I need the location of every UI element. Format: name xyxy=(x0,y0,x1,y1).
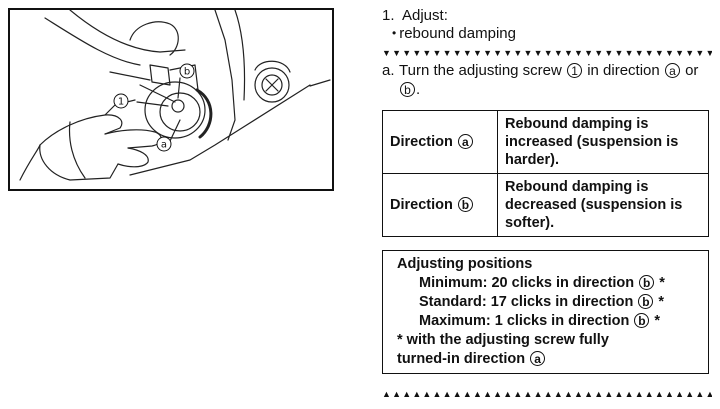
instruction-text: a.Turn the adjusting screw 1 in directio… xyxy=(382,62,699,98)
callout-b: b xyxy=(184,67,190,78)
positions-heading: Adjusting positions xyxy=(397,256,533,272)
direction-key: Direction a xyxy=(382,110,498,174)
callout-a: a xyxy=(161,140,167,151)
direction-effect: Rebound damping is decreased (suspension… xyxy=(497,173,709,237)
direction-key: Direction b xyxy=(382,173,498,237)
step-heading: 1. Adjust: xyxy=(382,7,448,25)
adjuster-illustration: 1 b a xyxy=(8,8,334,191)
standard-position: Standard: 17 clicks in direction b * xyxy=(419,294,665,310)
direction-effect: Rebound damping is increased (suspension… xyxy=(497,110,709,174)
step-item-label: rebound damping xyxy=(399,25,516,42)
maximum-position: Maximum: 1 clicks in direction b * xyxy=(419,313,661,329)
direction-table: Direction a Rebound damping is increased… xyxy=(382,110,709,237)
table-row: Direction a Rebound damping is increased… xyxy=(382,110,709,174)
footnote-line-2: turned-in direction a xyxy=(397,350,700,369)
bullet: • xyxy=(392,26,397,40)
section-divider-top: ▼▼▼▼▼▼▼▼▼▼▼▼▼▼▼▼▼▼▼▼▼▼▼▼▼▼▼▼▼▼▼▼▼▼▼▼▼▼▼▼… xyxy=(382,48,712,58)
shock-absorber-drawing: 1 b a xyxy=(19,10,331,181)
direction-b-symbol: b xyxy=(400,82,415,97)
footnote-line-1: * with the adjusting screw fully xyxy=(397,332,609,348)
adjusting-positions-box: Adjusting positions Minimum: 20 clicks i… xyxy=(382,250,709,374)
step-item: •rebound damping xyxy=(392,24,516,43)
step-title: Adjust: xyxy=(402,7,448,24)
minimum-position: Minimum: 20 clicks in direction b * xyxy=(419,275,665,291)
step-number: 1. xyxy=(382,7,395,24)
section-divider-bottom: ▲▲▲▲▲▲▲▲▲▲▲▲▲▲▲▲▲▲▲▲▲▲▲▲▲▲▲▲▲▲▲▲▲▲▲▲▲▲▲▲… xyxy=(382,389,712,399)
callout-1: 1 xyxy=(118,97,124,108)
table-row: Direction b Rebound damping is decreased… xyxy=(382,173,709,237)
direction-a-symbol: a xyxy=(664,63,680,78)
instruction-marker: a. xyxy=(382,62,395,79)
screw-number-symbol: 1 xyxy=(567,63,583,78)
